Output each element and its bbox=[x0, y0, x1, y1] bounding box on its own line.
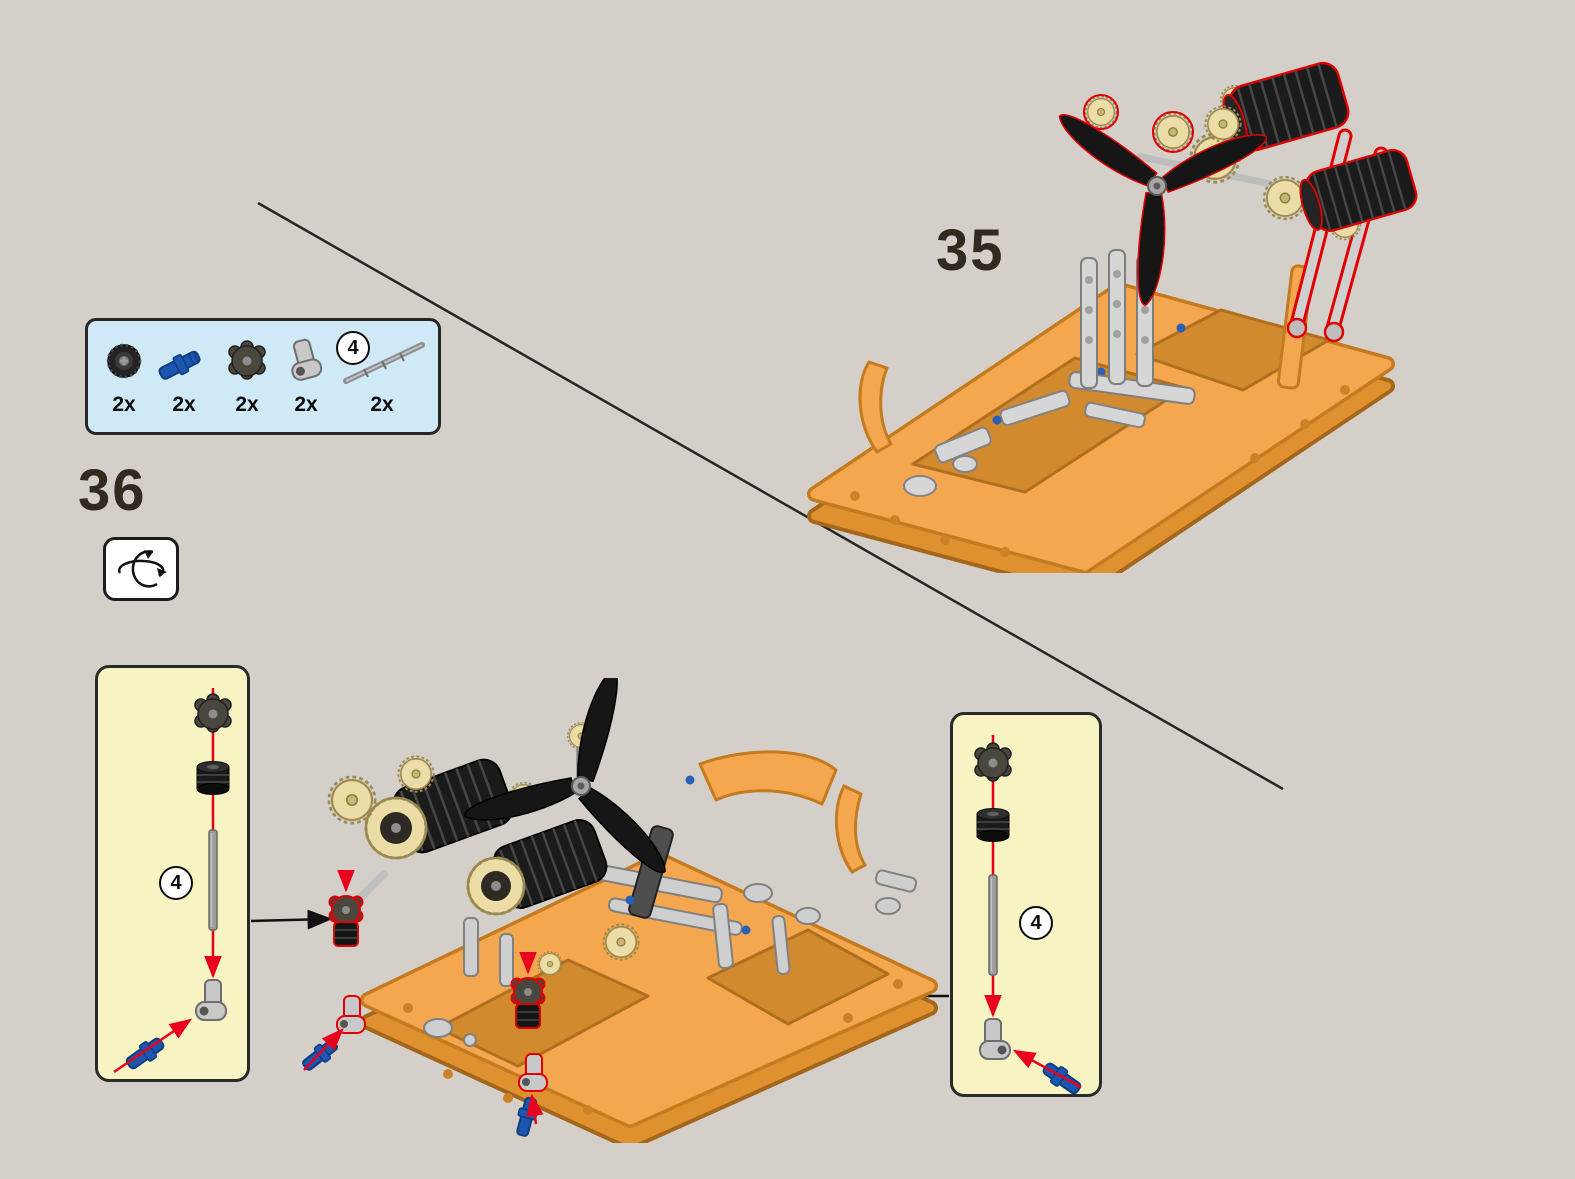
part-quantity: 2x bbox=[172, 393, 196, 416]
part-knob-wheel: 2x bbox=[218, 331, 276, 415]
step-35-number: 35 bbox=[936, 218, 1005, 283]
rotate-arrows-glyph bbox=[117, 550, 167, 588]
axle-length-badge: 4 bbox=[1019, 906, 1053, 940]
bush-icon bbox=[106, 343, 142, 379]
engine-front bbox=[364, 796, 428, 860]
blue-axle-pin-part bbox=[125, 1037, 165, 1070]
part-quantity: 2x bbox=[370, 393, 394, 416]
axle-length-badge: 4 bbox=[159, 866, 193, 900]
blue-axle-pin-icon bbox=[158, 350, 201, 380]
angled-connector-icon bbox=[291, 338, 323, 381]
subassembly-callout-left: 4 bbox=[95, 665, 250, 1082]
angled-connector-part bbox=[979, 1018, 1011, 1060]
knob-wheel-part bbox=[194, 693, 232, 733]
part-quantity: 2x bbox=[112, 393, 136, 416]
bush-part bbox=[196, 761, 230, 795]
step-36-number: 36 bbox=[78, 458, 147, 523]
subassembly-left-illustration bbox=[113, 688, 232, 1074]
part-quantity: 2x bbox=[235, 393, 259, 416]
parts-callout-box: 2x 2x bbox=[85, 318, 441, 435]
angled-connector-part bbox=[195, 979, 227, 1021]
axle-length-badge: 4 bbox=[336, 331, 370, 365]
step-35-assembly-illustration bbox=[807, 58, 1421, 573]
propeller bbox=[1055, 91, 1274, 308]
subassembly-callout-right: 4 bbox=[950, 712, 1102, 1097]
part-angled-connector: 2x bbox=[279, 331, 333, 415]
step-36-assembly-illustration bbox=[298, 678, 938, 1143]
knob-wheel-part bbox=[974, 742, 1012, 782]
diagonal-divider-line bbox=[257, 201, 1284, 791]
left-callout-arrow bbox=[250, 909, 333, 930]
axle-4-icon bbox=[343, 342, 425, 384]
propeller bbox=[464, 678, 670, 892]
knob-wheel-icon bbox=[228, 340, 266, 380]
axle-part bbox=[988, 874, 998, 976]
subassembly-right-illustration bbox=[974, 735, 1082, 1094]
bush-part bbox=[976, 808, 1010, 842]
axle-part bbox=[208, 829, 218, 931]
part-bush: 2x bbox=[98, 331, 150, 415]
part-blue-axle-pin: 2x bbox=[153, 331, 215, 415]
rotate-model-icon bbox=[103, 537, 179, 601]
part-axle-4: 2x bbox=[336, 331, 428, 415]
part-quantity: 2x bbox=[294, 393, 318, 416]
engine-front bbox=[466, 856, 526, 916]
